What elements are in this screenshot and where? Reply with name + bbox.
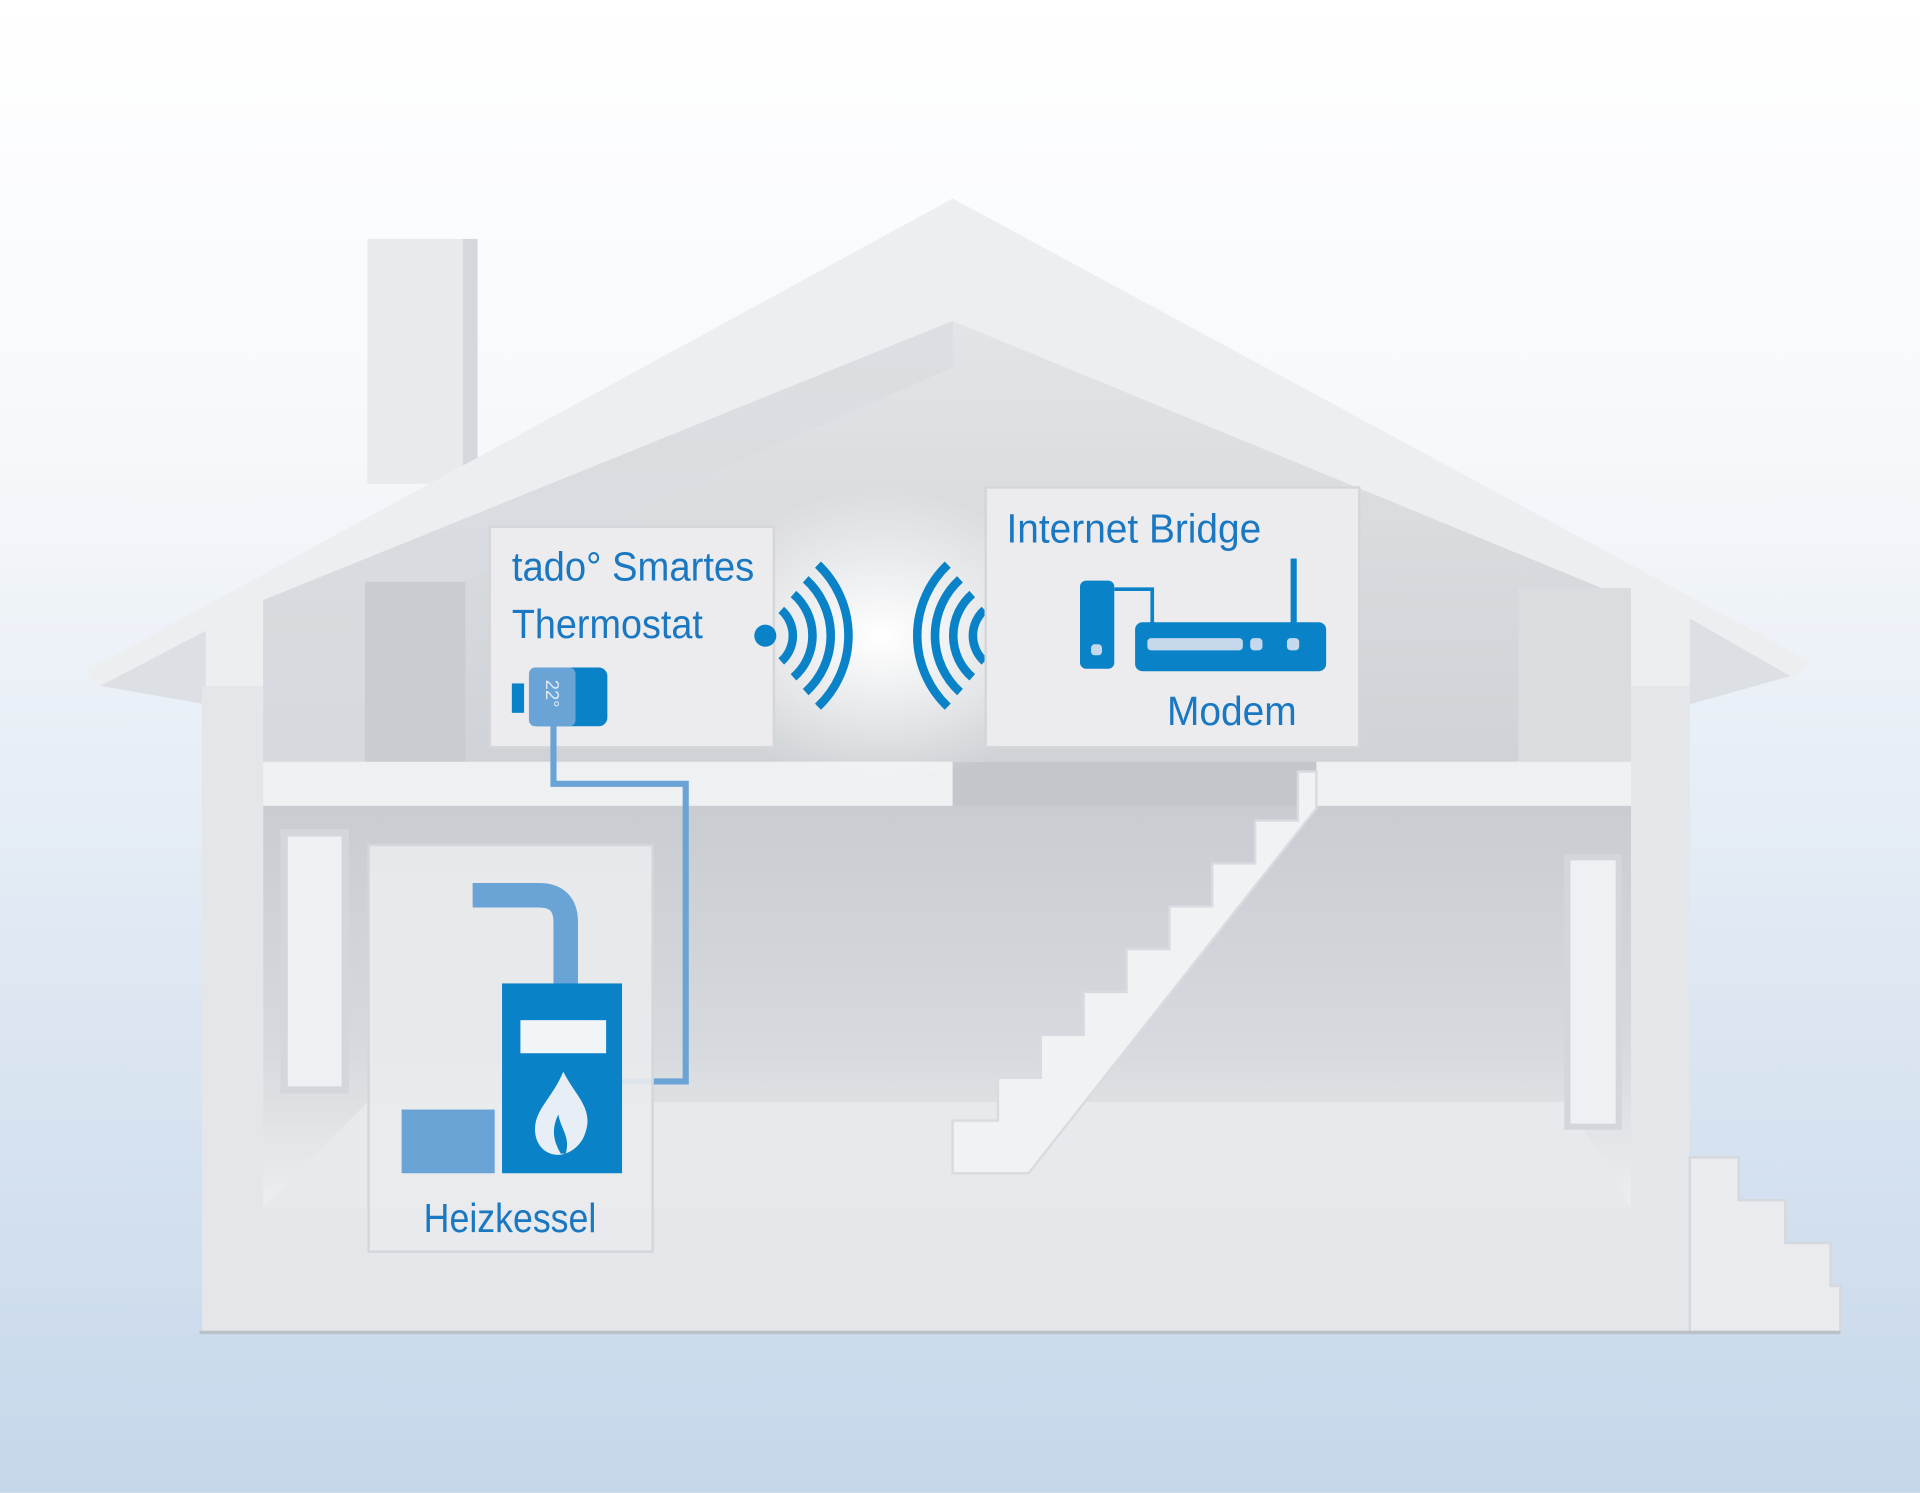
wireless-signal-icon-left [754, 561, 853, 710]
boiler-label: Heizkessel [424, 1195, 597, 1241]
thermostat-title-line2: Thermostat [512, 601, 703, 647]
chimney [367, 238, 478, 484]
boiler-flame-icon [534, 1071, 588, 1155]
thermostat-display: 22° [542, 680, 563, 708]
modem-label: Modem [1167, 688, 1297, 734]
thermostat-title-line1: tado° Smartes [512, 544, 754, 590]
window-left [280, 829, 349, 1094]
window-right [1564, 854, 1622, 1130]
boiler-panel: Heizkessel [367, 843, 654, 1253]
bridge-title: Internet Bridge [1007, 506, 1262, 552]
interior-stairs [951, 770, 1318, 1175]
modem-icon [1080, 558, 1327, 672]
thermostat-panel: tado° Smartes Thermostat 22° [488, 525, 776, 749]
thermostat-boiler-wire [550, 722, 689, 1085]
storage-tank [401, 1109, 495, 1174]
thermostat-icon: 22° [511, 667, 608, 727]
flue-pipe [472, 883, 578, 986]
internet-bridge-panel: Internet Bridge Modem [984, 486, 1361, 749]
